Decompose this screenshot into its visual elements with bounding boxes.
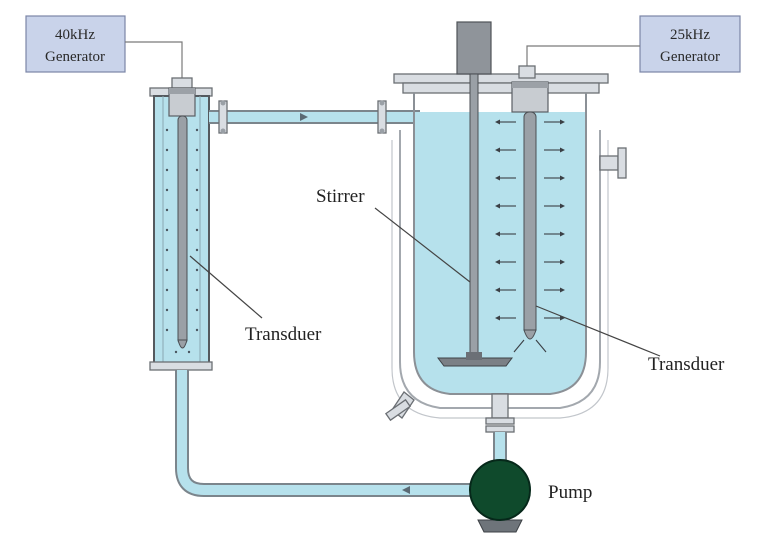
ultrasound-arrows [495,119,565,353]
pump-label: Pump [548,482,592,503]
transducer-40khz-rod [177,115,188,345]
pump-icon [469,459,531,533]
impeller-icon [437,352,513,367]
generator-40khz: 40kHz Generator [25,15,126,73]
ultrasound-arrowhead-right [560,287,565,293]
vessel-lid [393,73,609,84]
flow-markers-column [165,128,199,354]
transducer-left-label: Transduer [245,324,322,345]
transducer-40khz-connector [171,77,193,89]
top-pipe [209,100,420,134]
ultrasound-arrowhead-left [495,259,500,265]
stirrer-shaft [469,73,479,361]
motor-icon [456,21,492,75]
generator-25khz-freq: 25kHz [670,27,710,43]
transducer-left-leader [189,255,263,319]
vessel-water [414,112,586,394]
ultrasound-arrowhead-left [495,231,500,237]
reactor-vessel [384,73,627,433]
transducer-column-40khz [149,77,213,371]
ultrasound-arrowhead-left [495,175,500,181]
stirrer-leader [374,207,471,283]
return-pipe [175,370,507,497]
generator-40khz-label: Generator [45,49,105,65]
generator-25khz-label: Generator [660,49,720,65]
cable-25khz [526,45,640,66]
generator-25khz: 25kHz Generator [639,15,741,73]
ultrasound-arrow-tip [513,339,525,353]
ultrasound-arrowhead-right [560,231,565,237]
transducer-right-label: Transduer [648,354,725,375]
stirrer-label: Stirrer [316,186,365,207]
transducer-25khz [511,65,549,340]
ultrasound-arrowhead-left [495,119,500,125]
ultrasound-arrowhead-left [495,315,500,321]
transducer-right-leader [535,305,661,357]
ultrasound-arrowhead-left [495,147,500,153]
stirrer-assembly [437,21,513,367]
ultrasound-arrowhead-right [560,259,565,265]
cable-40khz [125,41,183,84]
ultrasound-arrowhead-right [560,203,565,209]
ultrasound-arrow-tip [535,339,547,353]
ultrasound-arrowhead-right [560,119,565,125]
ultrasound-arrowhead-left [495,287,500,293]
ultrasound-arrowhead-right [560,175,565,181]
ultrasound-arrowhead-left [495,203,500,209]
generator-40khz-freq: 40kHz [55,27,95,43]
ultrasound-arrowhead-right [560,147,565,153]
